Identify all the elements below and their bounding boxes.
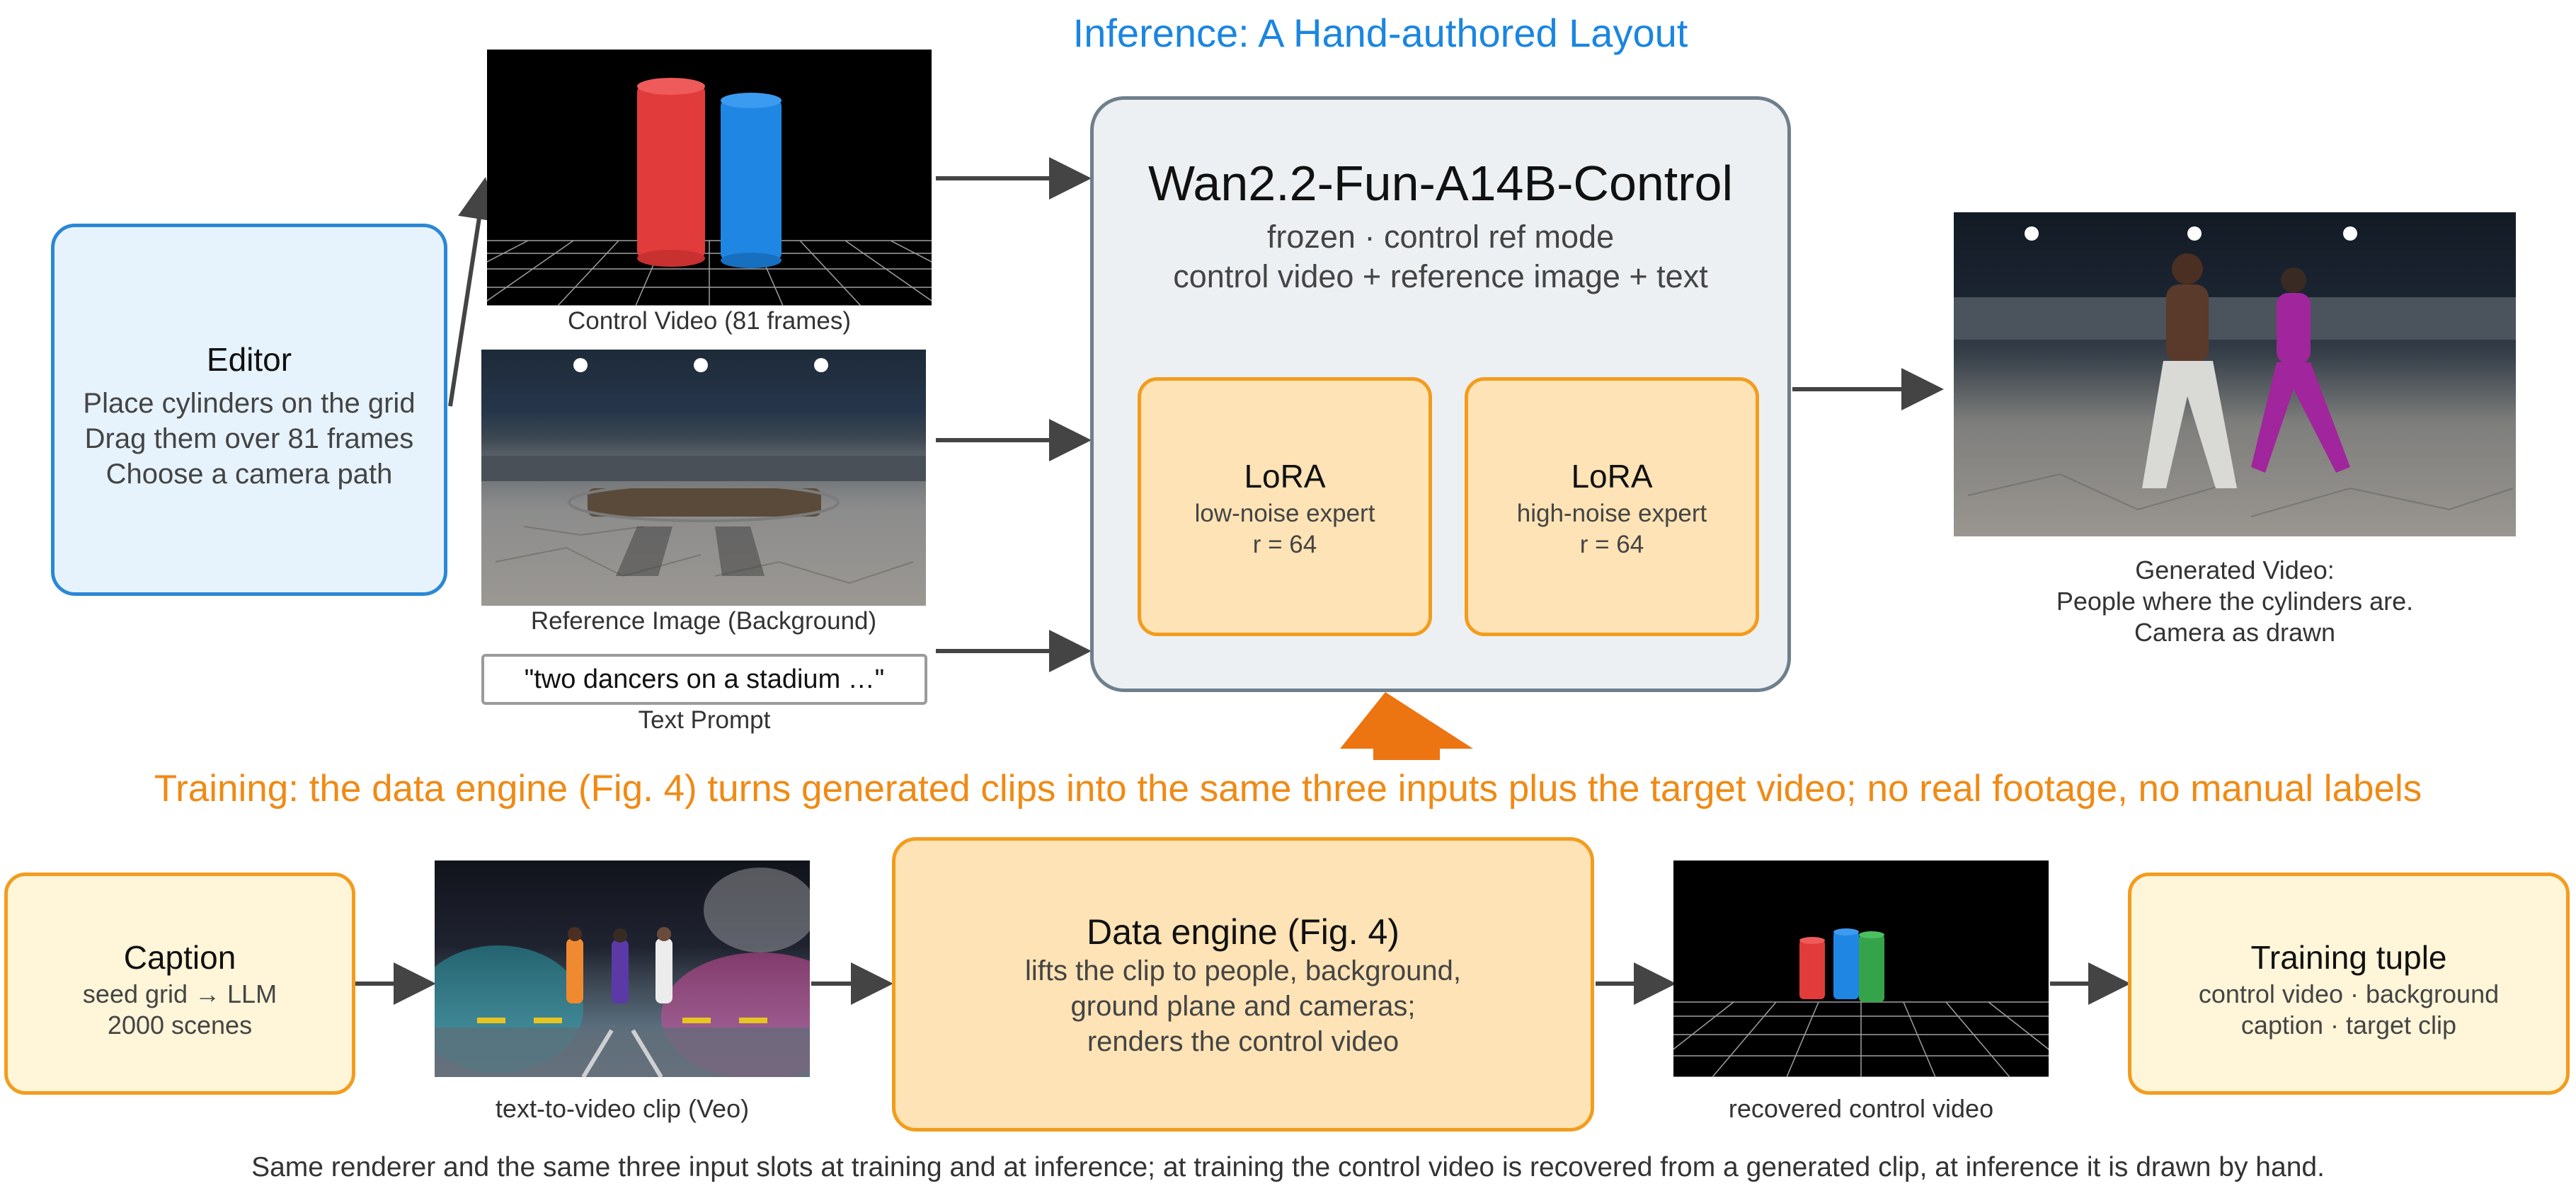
model-title: Wan2.2-Fun-A14B-Control xyxy=(1147,156,1734,211)
reference-image xyxy=(481,350,926,606)
training-tuple-line-1: control video · background xyxy=(2198,979,2500,1008)
recovered-control-video-image xyxy=(1673,860,2049,1077)
t2v-figures xyxy=(566,927,672,1003)
lora-high-noise-box: LoRA high-noise expert r = 64 xyxy=(1465,377,1759,636)
lora-high-desc: high-noise expert xyxy=(1516,500,1707,527)
editor-box: Editor Place cylinders on the grid Drag … xyxy=(51,224,447,596)
training-tuple-line-2: caption · target clip xyxy=(2240,1011,2457,1040)
data-engine-title: Data engine (Fig. 4) xyxy=(1087,912,1399,952)
data-engine-box: Data engine (Fig. 4) lifts the clip to p… xyxy=(892,837,1594,1132)
generated-video-caption-line-3: Camera as drawn xyxy=(2134,618,2336,647)
generated-video-image xyxy=(1954,212,2516,536)
training-to-model-up-arrow xyxy=(1340,692,1473,760)
generated-video-render xyxy=(1954,226,2516,517)
editor-to-control-arrow xyxy=(448,177,500,407)
inference-title: Inference: A Hand-authored Layout xyxy=(1072,11,1688,55)
lora-low-noise-box: LoRA low-noise expert r = 64 xyxy=(1138,377,1432,636)
training-tuple-title: Training tuple xyxy=(2250,939,2447,976)
recovered-control-video-render xyxy=(1673,928,2049,1077)
model-subtitle-2: control video + reference image + text xyxy=(1173,258,1708,294)
data-engine-line-1: lifts the clip to people, background, xyxy=(1025,955,1461,986)
footer-note: Same renderer and the same three input s… xyxy=(251,1152,2325,1182)
data-engine-line-2: ground plane and cameras; xyxy=(1070,991,1416,1022)
recovered-control-video-caption: recovered control video xyxy=(1728,1094,1994,1123)
lora-high-rank: r = 64 xyxy=(1579,531,1644,558)
t2v-clip-image xyxy=(435,860,810,1077)
generated-video-caption-line-2: People where the cylinders are. xyxy=(2056,587,2414,616)
training-tuple-box: Training tuple control video · backgroun… xyxy=(2128,873,2570,1095)
editor-line-2: Drag them over 81 frames xyxy=(84,423,414,454)
caption-box-line-1: seed grid → LLM xyxy=(82,979,277,1008)
model-subtitle-1: frozen · control ref mode xyxy=(1266,219,1615,255)
lora-low-desc: low-noise expert xyxy=(1194,500,1375,527)
generated-video-caption-line-1: Generated Video: xyxy=(2135,556,2335,585)
data-engine-line-3: renders the control video xyxy=(1087,1026,1399,1057)
red-cylinder xyxy=(637,85,705,258)
t2v-clip-render xyxy=(435,868,810,1077)
editor-line-3: Choose a camera path xyxy=(105,459,393,490)
control-video-caption: Control Video (81 frames) xyxy=(567,307,852,335)
editor-line-1: Place cylinders on the grid xyxy=(83,388,416,419)
caption-box: Caption seed grid → LLM 2000 scenes xyxy=(4,873,355,1095)
text-prompt-caption: Text Prompt xyxy=(638,706,771,734)
generated-video-caption: Generated Video: People where the cylind… xyxy=(1954,555,2516,648)
editor-title: Editor xyxy=(206,341,292,378)
blue-cylinder xyxy=(721,99,782,260)
training-title: Training: the data engine (Fig. 4) turns… xyxy=(154,768,2422,810)
control-video-image xyxy=(487,50,932,306)
reference-image-caption: Reference Image (Background) xyxy=(530,607,877,635)
recovered-blue-cylinder xyxy=(1833,931,1859,999)
reference-image-render xyxy=(481,358,926,585)
caption-box-line-2: 2000 scenes xyxy=(107,1011,253,1040)
caption-box-title: Caption xyxy=(123,939,236,976)
recovered-red-cylinder xyxy=(1799,940,1825,999)
lora-high-title: LoRA xyxy=(1571,458,1653,495)
lora-low-title: LoRA xyxy=(1244,458,1326,495)
dancer-right xyxy=(2251,267,2350,473)
model-box: Wan2.2-Fun-A14B-Control frozen · control… xyxy=(1090,96,1791,692)
recovered-green-cylinder xyxy=(1859,934,1884,1002)
lora-low-rank: r = 64 xyxy=(1252,531,1317,558)
control-video-render xyxy=(487,78,932,306)
dancer-left xyxy=(2142,253,2237,488)
text-prompt-box: "two dancers on a stadium …" xyxy=(481,654,927,705)
t2v-clip-caption: text-to-video clip (Veo) xyxy=(495,1094,750,1123)
